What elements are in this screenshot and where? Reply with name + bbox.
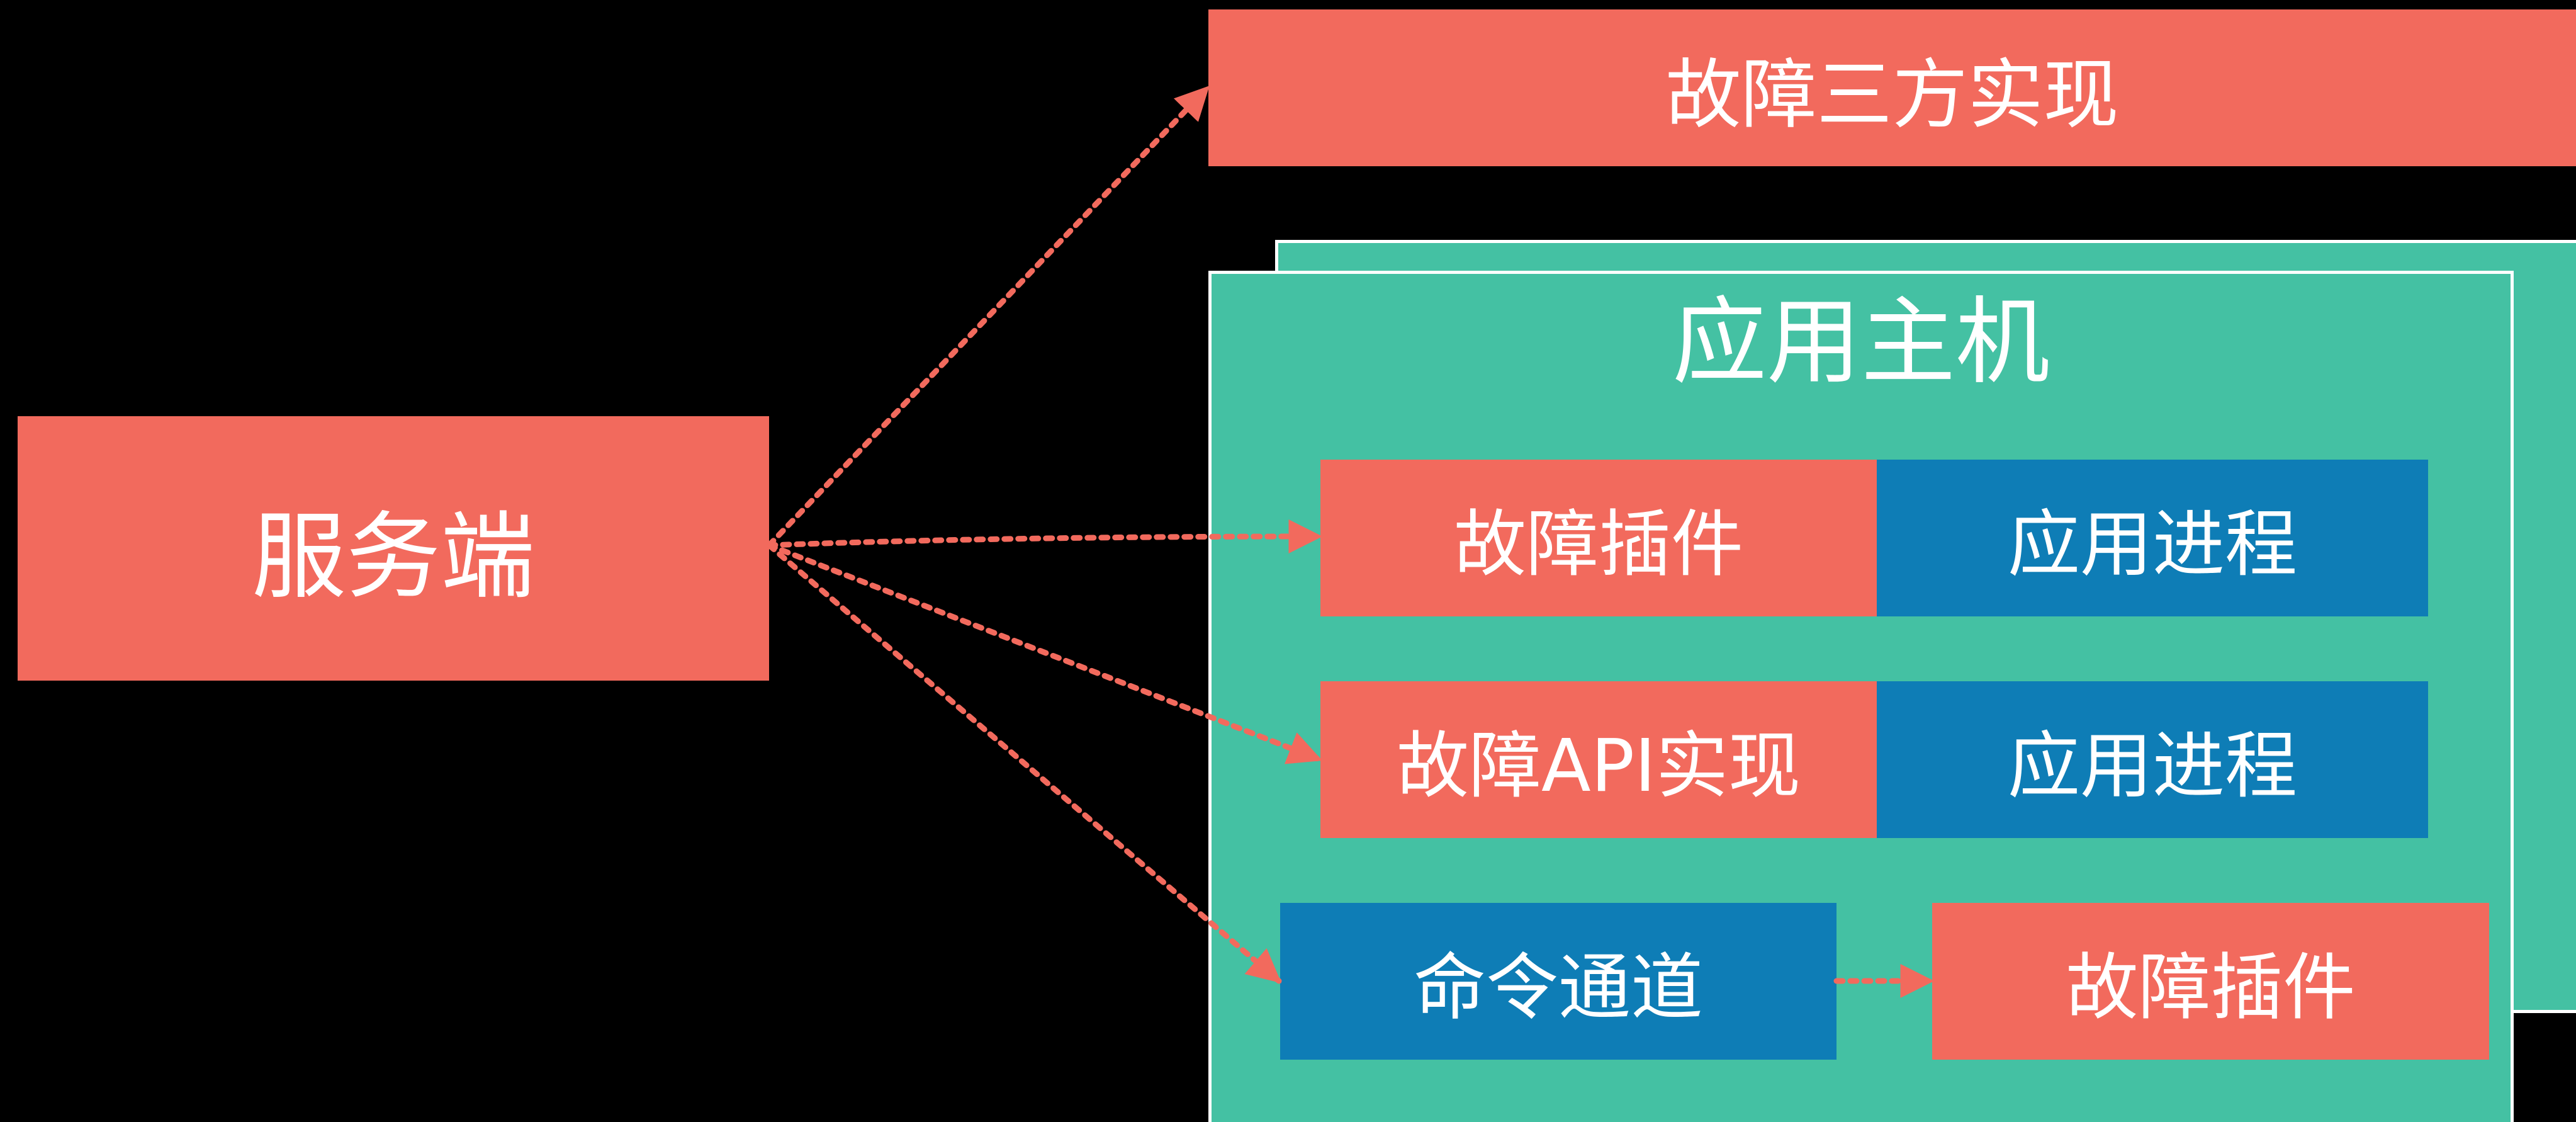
host-title: 应用主机: [1672, 287, 2050, 397]
arrow-to-third-party: [766, 85, 1210, 548]
arrow-to-command-channel: [766, 542, 1282, 984]
fault-api-impl-node: 故障API实现: [1320, 681, 1877, 838]
fault-plugin-node-2: 故障插件: [1932, 903, 2489, 1060]
command-channel-node: 命令通道: [1280, 903, 1836, 1060]
server-node: 服务端: [18, 416, 769, 681]
third-party-node: 故障三方实现: [1208, 9, 2576, 166]
app-process-node: 应用进程: [1877, 460, 2428, 616]
app-process-node-2: 应用进程: [1877, 681, 2428, 838]
fault-plugin-node: 故障插件: [1320, 460, 1877, 616]
